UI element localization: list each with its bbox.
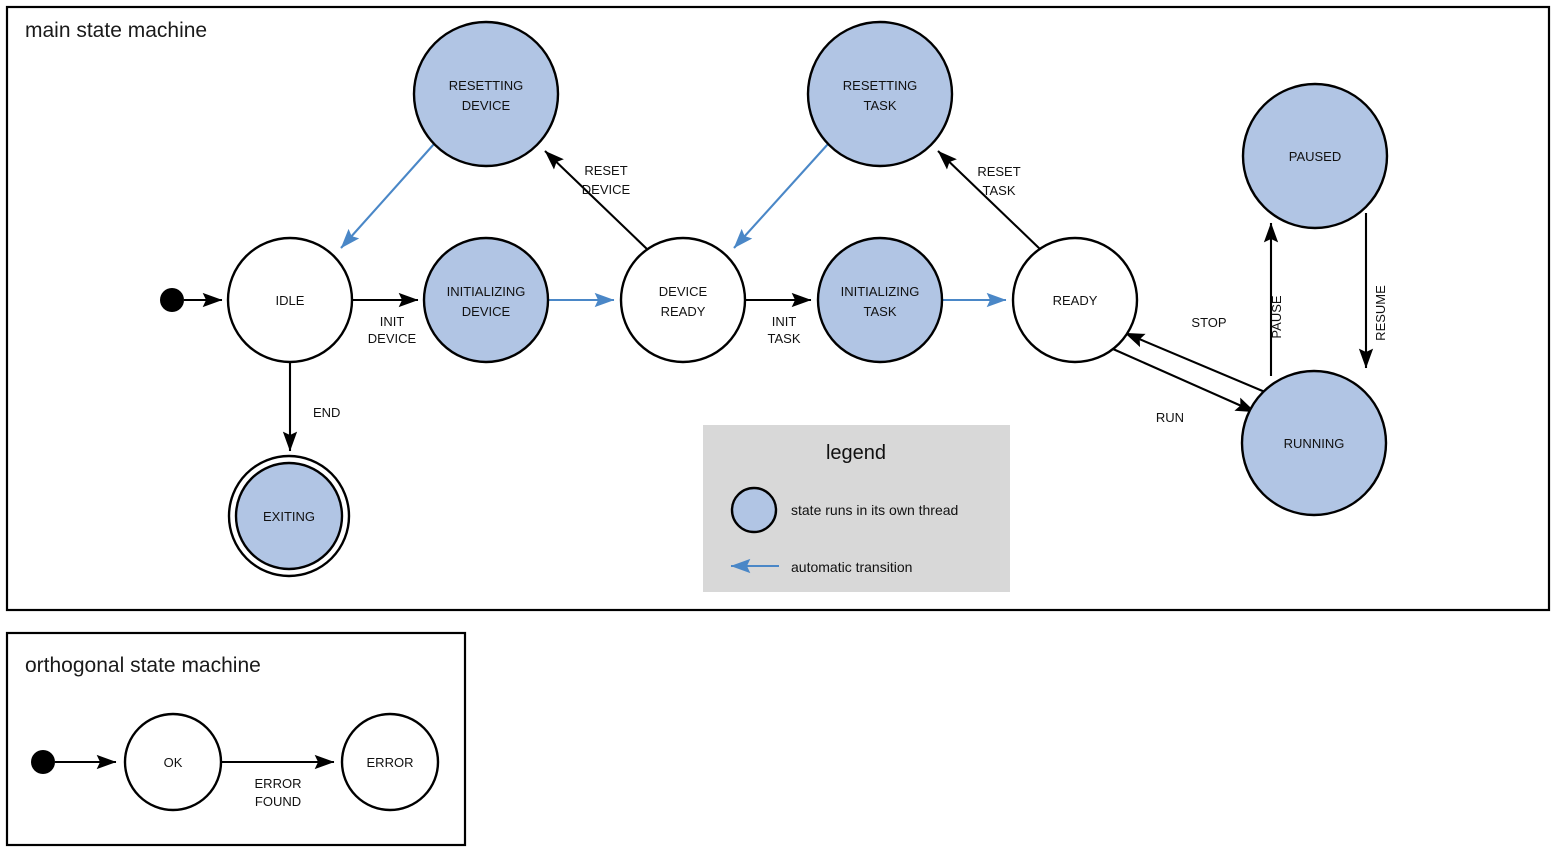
state-label-ready: READY — [1053, 293, 1098, 308]
transition-idle-to-initializing-device: INIT DEVICE — [352, 292, 419, 346]
edge-label-error-found-line2: FOUND — [255, 794, 301, 809]
state-label-initializing-task-line1: INITIALIZING — [841, 284, 920, 299]
edge-label-reset-task-line2: TASK — [983, 183, 1016, 198]
state-node-running[interactable]: RUNNING — [1240, 369, 1388, 517]
state-label-resetting-task-line1: RESETTING — [843, 78, 917, 93]
transition-device-ready-to-resetting-device: RESET DEVICE — [544, 150, 649, 251]
transition-ok-to-error: ERROR FOUND — [221, 754, 335, 809]
state-node-device-ready[interactable]: DEVICE READY — [619, 236, 747, 364]
edge-label-init-device-line1: INIT — [380, 314, 405, 329]
state-node-initializing-task[interactable]: INITIALIZING TASK — [816, 236, 944, 364]
legend-title: legend — [826, 442, 886, 464]
state-label-paused: PAUSED — [1289, 149, 1342, 164]
state-label-exiting: EXITING — [263, 509, 315, 524]
state-label-device-ready-line1: DEVICE — [659, 284, 708, 299]
legend-item-automatic-transition: automatic transition — [730, 558, 912, 575]
edge-label-init-task-line1: INIT — [772, 314, 797, 329]
edge-label-init-task-line2: TASK — [768, 331, 801, 346]
state-node-resetting-task[interactable]: RESETTING TASK — [806, 20, 954, 168]
state-node-error[interactable]: ERROR — [340, 712, 440, 812]
edge-label-stop: STOP — [1191, 315, 1226, 330]
state-node-paused[interactable]: PAUSED — [1241, 82, 1389, 230]
state-label-initializing-device-line1: INITIALIZING — [447, 284, 526, 299]
state-label-ok: OK — [164, 755, 183, 770]
transition-idle-to-exiting: END — [282, 362, 340, 452]
transition-ready-to-running: RUN — [1112, 348, 1256, 425]
state-label-resetting-task-line2: TASK — [864, 98, 897, 113]
edge-label-error-found-line1: ERROR — [255, 776, 302, 791]
edge-label-init-device-line2: DEVICE — [368, 331, 417, 346]
orthogonal-machine-frame — [5, 631, 467, 847]
main-machine-title: main state machine — [25, 19, 207, 42]
state-label-resetting-device-line1: RESETTING — [449, 78, 523, 93]
edge-label-reset-device-line1: RESET — [584, 163, 627, 178]
edge-label-pause: PAUSE — [1269, 295, 1284, 338]
transition-device-ready-to-initializing-task: INIT TASK — [746, 292, 812, 346]
transition-ready-to-resetting-task: RESET TASK — [937, 150, 1042, 251]
transition-resetting-task-to-device-ready — [733, 143, 829, 249]
orthogonal-machine-title: orthogonal state machine — [25, 654, 261, 677]
state-node-ok[interactable]: OK — [123, 712, 223, 812]
state-label-initializing-device-line2: DEVICE — [462, 304, 511, 319]
state-label-resetting-device-line2: DEVICE — [462, 98, 511, 113]
state-label-running: RUNNING — [1284, 436, 1345, 451]
state-label-initializing-task-line2: TASK — [864, 304, 897, 319]
legend: legend state runs in its own thread auto… — [703, 425, 1010, 592]
main-machine-frame — [5, 5, 1551, 612]
state-node-ready[interactable]: READY — [1011, 236, 1139, 364]
state-node-resetting-device[interactable]: RESETTING DEVICE — [412, 20, 560, 168]
legend-item-thread-state: state runs in its own thread — [730, 486, 958, 534]
legend-item-thread-state-label: state runs in its own thread — [791, 502, 958, 518]
edge-label-reset-device-line2: DEVICE — [582, 182, 631, 197]
initial-state-marker — [160, 288, 184, 312]
state-node-exiting[interactable]: EXITING — [227, 454, 351, 578]
transition-running-to-ready: STOP — [1124, 315, 1266, 393]
transition-running-to-paused: PAUSE — [1263, 222, 1284, 376]
state-node-idle[interactable]: IDLE — [226, 236, 354, 364]
edge-label-resume: RESUME — [1373, 285, 1388, 341]
edge-label-end: END — [313, 405, 340, 420]
state-label-idle: IDLE — [276, 293, 305, 308]
state-node-initializing-device[interactable]: INITIALIZING DEVICE — [422, 236, 550, 364]
thread-state-swatch-icon — [730, 486, 778, 534]
state-label-device-ready-line2: READY — [661, 304, 706, 319]
orthogonal-initial-state-marker — [31, 750, 55, 774]
state-label-error: ERROR — [367, 755, 414, 770]
transition-resetting-device-to-idle — [340, 143, 435, 249]
legend-item-automatic-transition-label: automatic transition — [791, 559, 912, 575]
edge-label-run: RUN — [1156, 410, 1184, 425]
edge-label-reset-task-line1: RESET — [977, 164, 1020, 179]
transition-paused-to-running: RESUME — [1358, 213, 1388, 369]
